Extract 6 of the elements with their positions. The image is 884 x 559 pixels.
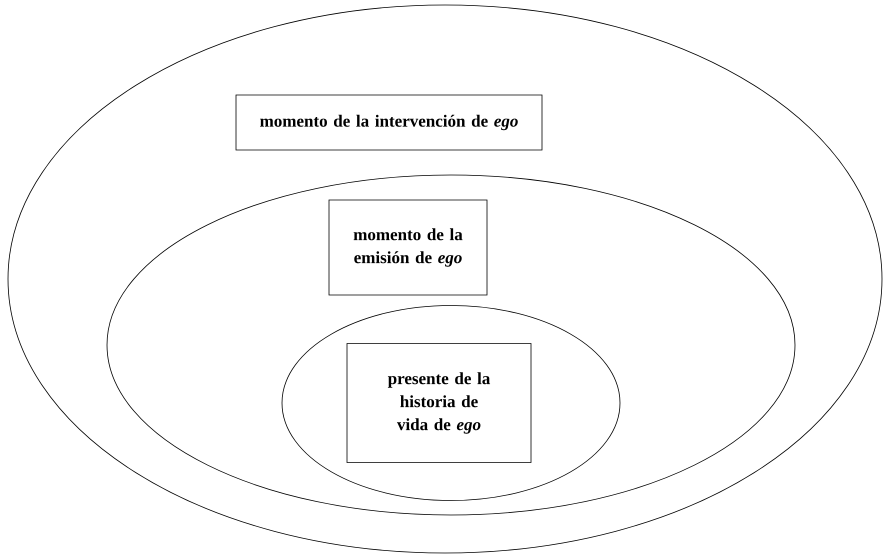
ellipse-shape [8, 4, 882, 554]
ellipse-shape [106, 174, 796, 516]
ellipse-shape [282, 305, 620, 501]
text-box: presente de la historia de vida de ego [346, 343, 532, 463]
text-box: momento de la intervención de ego [236, 94, 542, 150]
text-box: momento de la emisión de ego [328, 200, 488, 296]
